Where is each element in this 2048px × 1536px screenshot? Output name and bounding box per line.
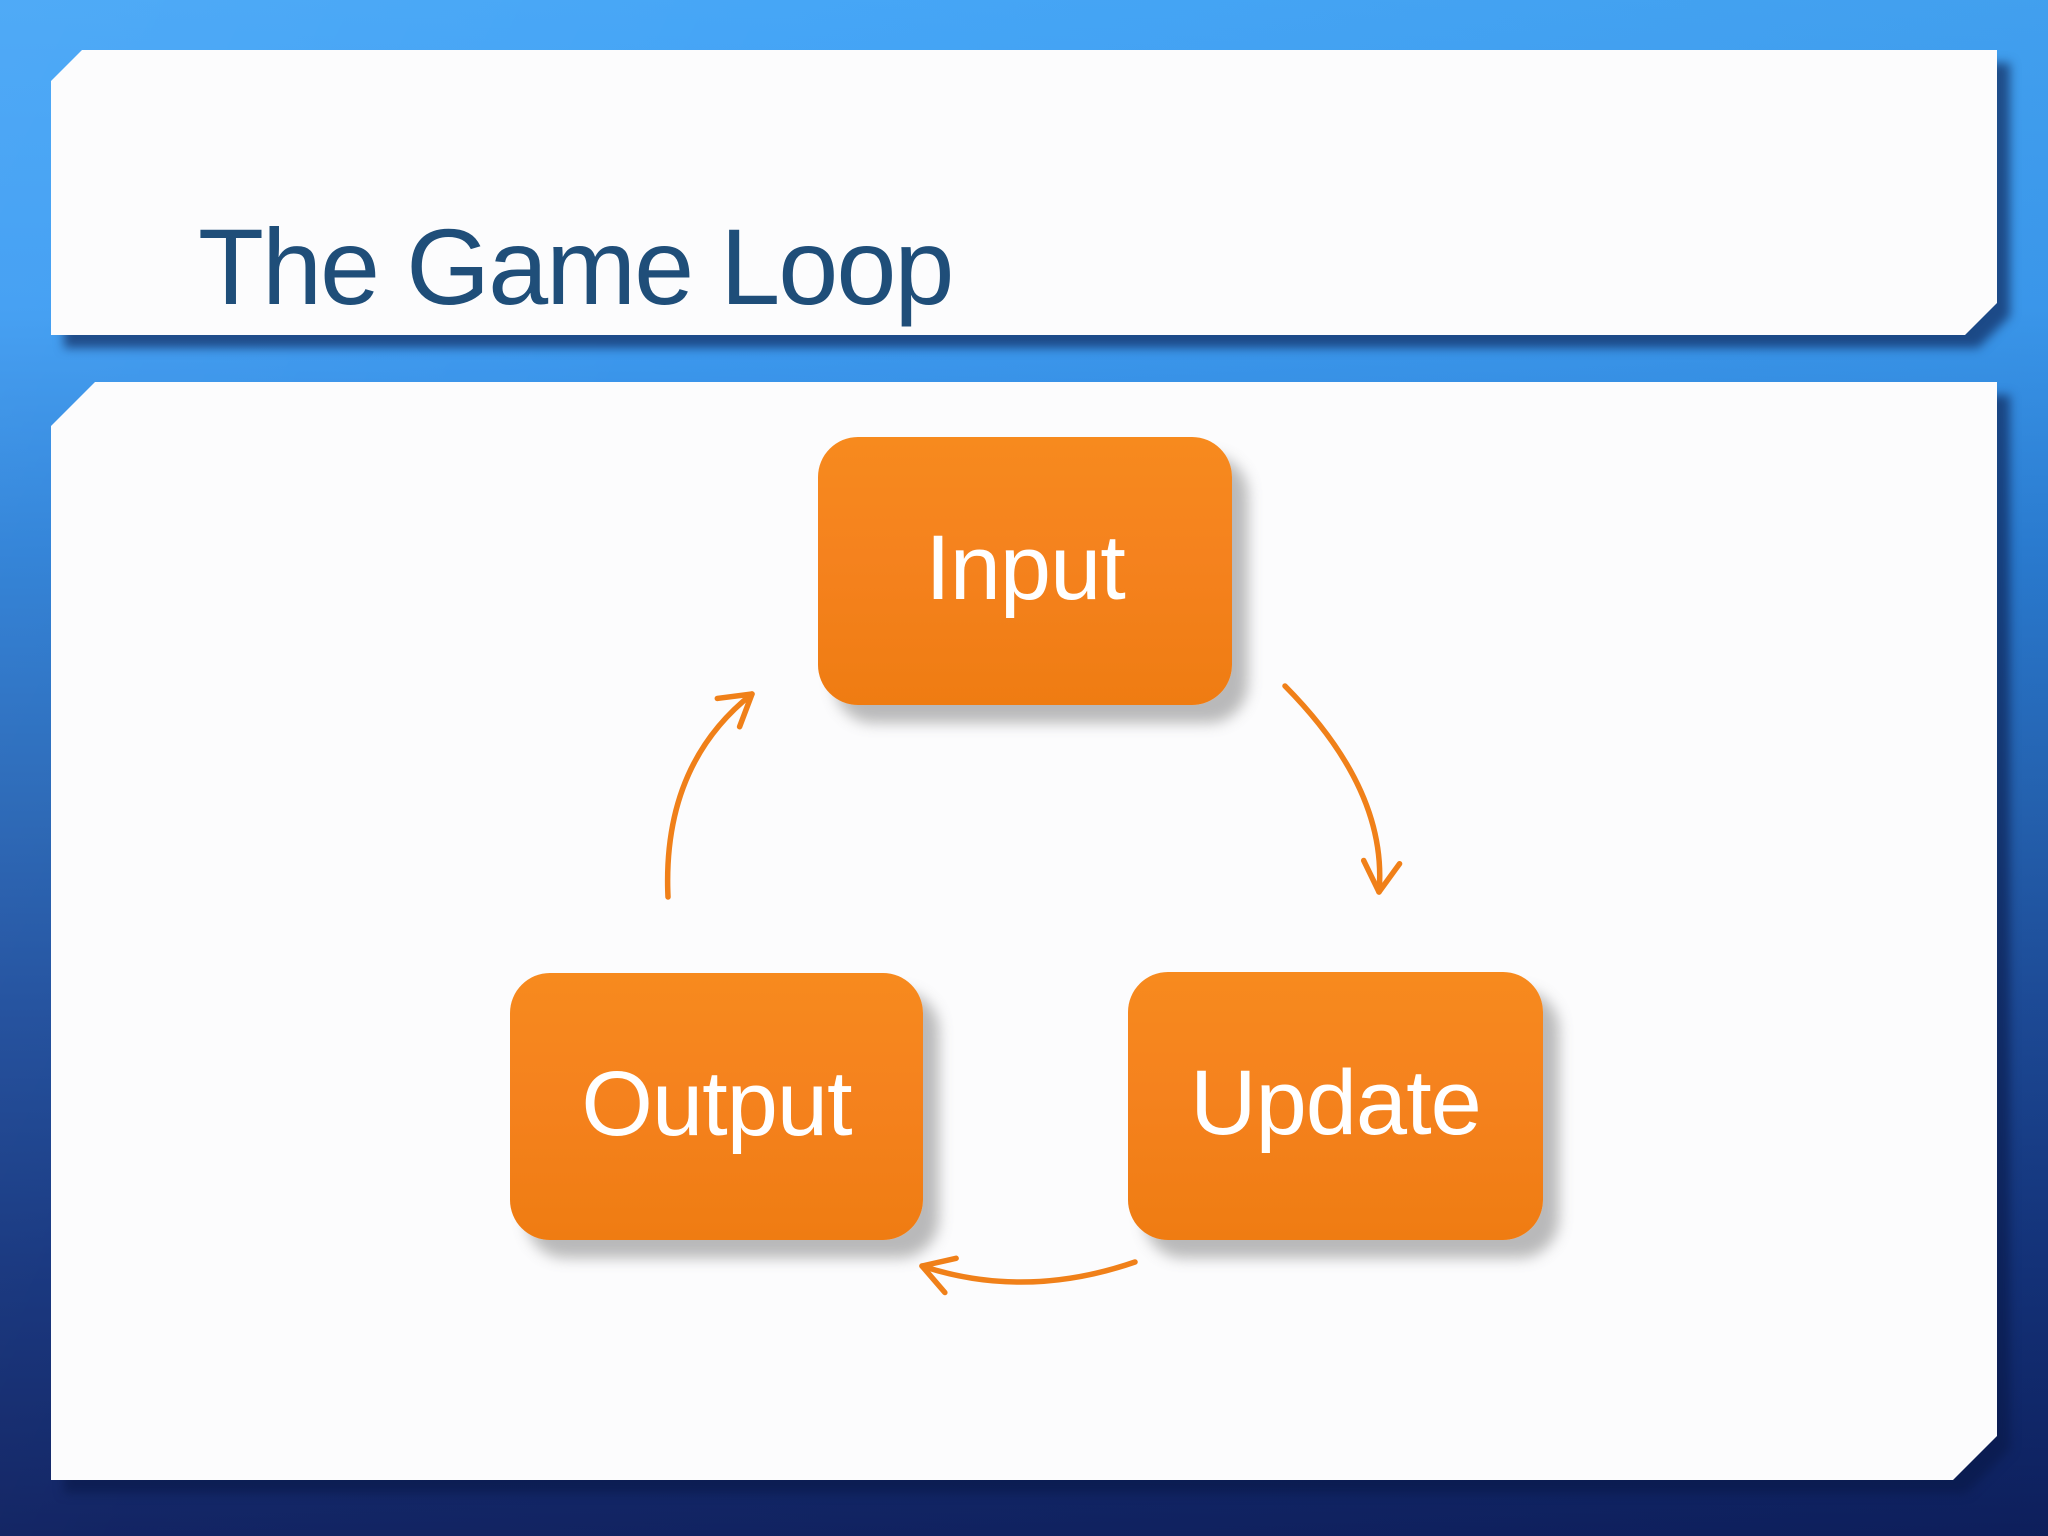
node-update: Update: [1128, 972, 1543, 1240]
node-output-label: Output: [581, 1052, 852, 1155]
page-title: The Game Loop: [198, 206, 953, 327]
title-bar: The Game Loop: [51, 50, 1997, 335]
title-bar-shadow: The Game Loop: [51, 50, 1997, 335]
node-output: Output: [510, 973, 923, 1240]
node-input-label: Input: [925, 517, 1126, 619]
node-update-label: Update: [1190, 1052, 1482, 1154]
node-input: Input: [818, 437, 1232, 705]
